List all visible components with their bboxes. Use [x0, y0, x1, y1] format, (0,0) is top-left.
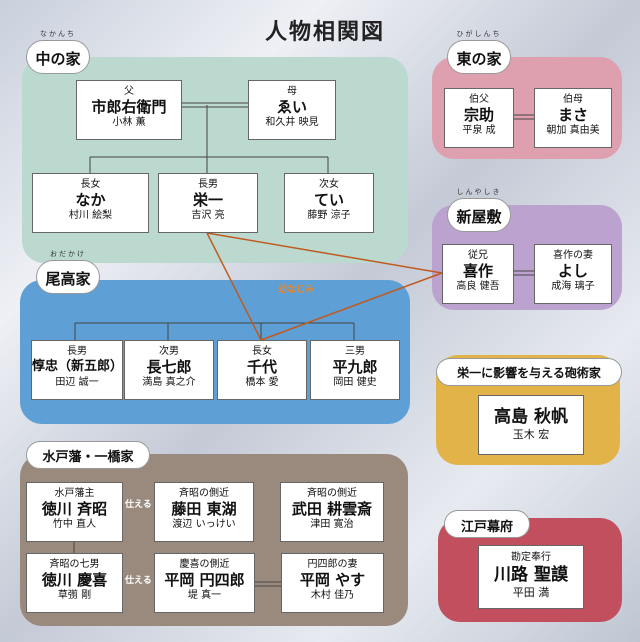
- osananajimi-label: 幼なじみ: [278, 285, 315, 295]
- edo-shogunate-tag: 江戸幕府: [444, 510, 530, 538]
- tsukaeru-label-toko: 仕える: [125, 500, 152, 510]
- person-chiyo: 長女 千代 橋本 愛: [217, 340, 307, 400]
- person-eiichi: 長男 栄一 吉沢 亮: [158, 173, 258, 233]
- higashi-family-title: 東の家: [456, 50, 502, 68]
- person-kisaku: 従兄 喜作 高良 健吾: [442, 244, 514, 304]
- person-kounsai: 斉昭の側近 武田 耕雲斎 津田 寛治: [280, 482, 384, 542]
- person-enshiro: 慶喜の側近 平岡 円四郎 堤 真一: [154, 553, 255, 613]
- odaka-family-tag: おだかけ 尾高家: [36, 250, 100, 294]
- person-tei: 次女 てい 藤野 涼子: [284, 173, 374, 233]
- hojutsu-title: 栄一に影響を与える砲術家: [457, 366, 601, 380]
- person-heikuro: 三男 平九郎 岡田 健史: [310, 340, 400, 400]
- person-takashima-shuhan: 高島 秋帆 玉木 宏: [478, 395, 584, 455]
- mito-hitotsubashi-tag: 水戸藩・一橋家: [26, 441, 150, 469]
- edo-shogunate-title: 江戸幕府: [460, 520, 513, 535]
- page-title: 人物相関図: [264, 19, 385, 45]
- person-yoshinobu: 斉昭の七男 徳川 慶喜 草彅 剛: [26, 553, 123, 613]
- person-toko: 斉昭の側近 藤田 東湖 渡辺 いっけい: [154, 482, 254, 542]
- shinyashiki-title: 新屋敷: [456, 208, 502, 226]
- person-naka: 長女 なか 村川 絵梨: [32, 173, 149, 233]
- person-yoshi: 喜作の妻 よし 成海 璃子: [534, 244, 612, 304]
- person-ei: 母 ゑい 和久井 映見: [248, 80, 336, 140]
- odaka-family-title: 尾高家: [45, 270, 91, 288]
- tsukaeru-label-enshiro: 仕える: [125, 576, 152, 586]
- person-choshichiro: 次男 長七郎 満島 真之介: [124, 340, 214, 400]
- shinyashiki-tag: しんやしき 新屋敷: [447, 188, 511, 232]
- person-masa: 伯母 まさ 朝加 真由美: [534, 88, 612, 148]
- person-nariaki: 水戸藩主 徳川 斉昭 竹中 直人: [26, 482, 123, 542]
- naka-family-title: 中の家: [35, 50, 81, 68]
- person-ichirouemon: 父 市郎右衛門 小林 薫: [76, 80, 182, 140]
- person-kawaji: 勘定奉行 川路 聖謨 平田 満: [478, 545, 584, 609]
- naka-family-tag: なかんち 中の家: [26, 30, 90, 74]
- hojutsu-tag: 栄一に影響を与える砲術家: [436, 358, 622, 386]
- person-yasu: 円四郎の妻 平岡 やす 木村 佳乃: [281, 553, 384, 613]
- person-sosuke: 伯父 宗助 平泉 成: [444, 88, 514, 148]
- mito-hitotsubashi-title: 水戸藩・一橋家: [42, 450, 134, 465]
- higashi-family-tag: ひがしんち 東の家: [447, 30, 511, 74]
- person-atsutada: 長男 惇忠（新五郎） 田辺 誠一: [31, 340, 123, 400]
